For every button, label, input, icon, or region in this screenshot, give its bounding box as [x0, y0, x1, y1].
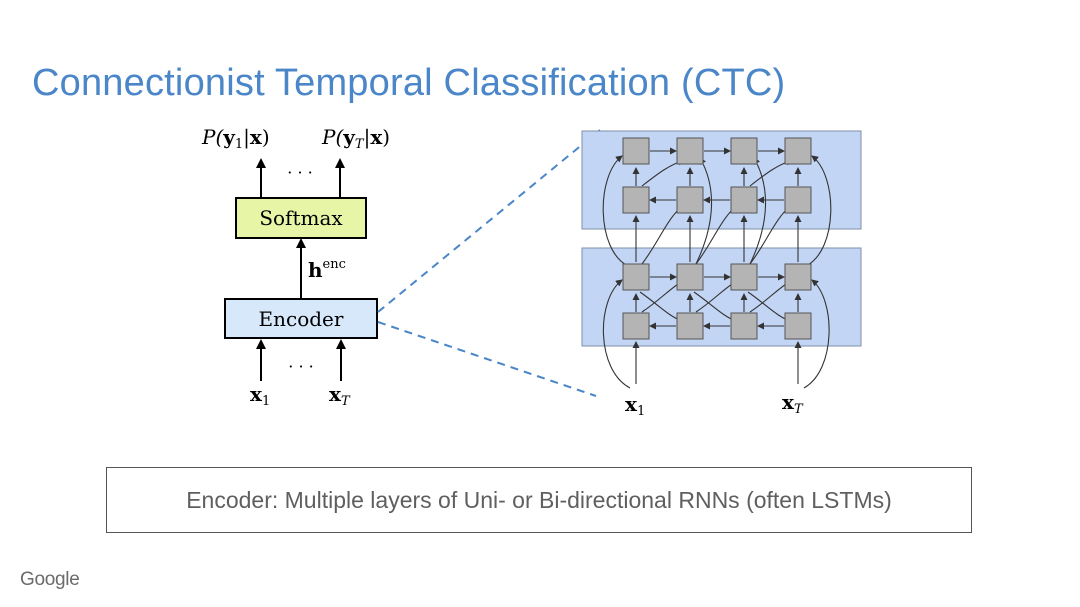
cell-l-bot-2: [730, 312, 758, 340]
softmax-label: Softmax: [259, 206, 343, 230]
cell-l-top-3: [784, 263, 812, 291]
stacked-rnn-diagram: x1 xT: [581, 130, 862, 419]
cell-u-top-1: [676, 137, 704, 165]
skip-l-right: [803, 279, 830, 389]
cell-u-top-2: [730, 137, 758, 165]
cell-l-top-1: [676, 263, 704, 291]
encoder-label: Encoder: [259, 307, 344, 331]
slide-title: Connectionist Temporal Classification (C…: [32, 62, 786, 104]
cell-l-top-2: [730, 263, 758, 291]
cell-l-top-0: [622, 263, 650, 291]
hidden-state-label: henc: [308, 257, 346, 282]
cell-l-bot-0: [622, 312, 650, 340]
encoder-box: [224, 298, 378, 339]
rnn-input-label-first: x1: [625, 392, 645, 419]
cell-u-bot-1: [676, 186, 704, 214]
zoom-line-bottom: [377, 321, 597, 397]
input-label-first: x1: [250, 382, 270, 409]
google-logo: Google: [20, 569, 80, 590]
rnn-input-label-last: xT: [782, 390, 804, 417]
top-ellipsis: · · ·: [287, 163, 312, 182]
input-label-last: xT: [329, 382, 351, 409]
cell-u-top-0: [622, 137, 650, 165]
bottom-ellipsis: · · ·: [288, 357, 313, 376]
zoom-line-top: [377, 129, 601, 313]
skip-u-right: [805, 155, 832, 267]
left-model-diagram: P(y1|x) P(yT|x) · · · Softmax henc Encod…: [201, 125, 390, 409]
cell-l-bot-1: [676, 312, 704, 340]
caption-text: Encoder: Multiple layers of Uni- or Bi-d…: [186, 486, 892, 513]
caption-box: Encoder: Multiple layers of Uni- or Bi-d…: [106, 467, 972, 533]
skip-u-left: [602, 155, 629, 267]
cell-u-bot-3: [784, 186, 812, 214]
cell-u-top-3: [784, 137, 812, 165]
cell-u-bot-0: [622, 186, 650, 214]
cell-u-bot-2: [730, 186, 758, 214]
cell-l-bot-3: [784, 312, 812, 340]
output-label-last: P(yT|x): [321, 125, 390, 152]
cross-u-4: [695, 157, 713, 265]
cross-u-5: [749, 157, 767, 265]
output-label-first: P(y1|x): [201, 125, 270, 152]
skip-l-left: [602, 279, 631, 389]
